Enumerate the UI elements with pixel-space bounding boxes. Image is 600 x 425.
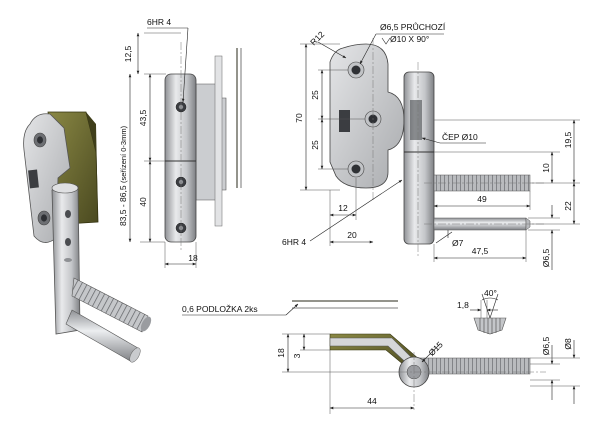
dim-bottom-height: 18 [276, 348, 286, 358]
dim-thread-length: 49 [477, 194, 487, 204]
dim-front-lower: 25 [310, 140, 320, 150]
dim-front-offset: 20 [347, 230, 357, 240]
dim-side-top: 12,5 [123, 45, 133, 62]
dim-side-total: 83,5 - 86,5 (seřízení 0-3mm) [118, 125, 128, 226]
hole-note-2: Ø10 X 90° [390, 34, 429, 44]
dim-thread-diameter: Ø6,5 [541, 337, 551, 356]
hole-note-1: Ø6,5 PRŮCHOZÍ [380, 21, 446, 32]
dim-side-lower: 40 [138, 197, 148, 207]
dim-front-height: 70 [294, 113, 304, 123]
screw-label-side: 6HR 4 [147, 17, 171, 27]
countersink-detail [470, 293, 507, 335]
bottom-view [292, 300, 531, 388]
washer-label: 0,6 PODLOŽKA 2ks [182, 304, 258, 314]
screw-label-front: 6HR 4 [282, 237, 306, 247]
pin-label: ČEP Ø10 [442, 132, 478, 142]
dim-front-upper: 25 [310, 90, 320, 100]
side-view [164, 48, 242, 243]
dim-pin-diameter: Ø7 [452, 238, 464, 248]
dim-bottom-length: 44 [367, 396, 377, 406]
dim-front-plate-width: 12 [338, 203, 348, 213]
front-view [329, 43, 531, 245]
dim-side-upper: 43,5 [138, 109, 148, 126]
radius-label: R12 [308, 29, 326, 47]
detail-angle: 40° [484, 288, 497, 298]
dim-spacing: 22 [563, 201, 573, 211]
side-view-dimensions: 12,5 6HR 4 43,5 40 83,5 - 86,5 (seřízení… [118, 17, 198, 268]
dim-thread-offset: 19,5 [563, 131, 573, 148]
dim-pin-total: Ø6,5 [541, 249, 551, 268]
dim-side-width: 18 [188, 253, 198, 263]
hinge-3d-render [23, 111, 152, 363]
dim-bottom-thickness: 3 [292, 353, 302, 358]
bottom-view-dimensions: 0,6 PODLOŽKA 2ks 18 3 44 Ø15 Ø6,5 Ø8 1,8 [182, 288, 580, 414]
dim-pin-offset: 10 [541, 163, 551, 173]
dim-outer-diameter: Ø8 [563, 338, 573, 350]
dim-pin-length: 47,5 [472, 246, 489, 256]
detail-gap: 1,8 [457, 300, 469, 310]
